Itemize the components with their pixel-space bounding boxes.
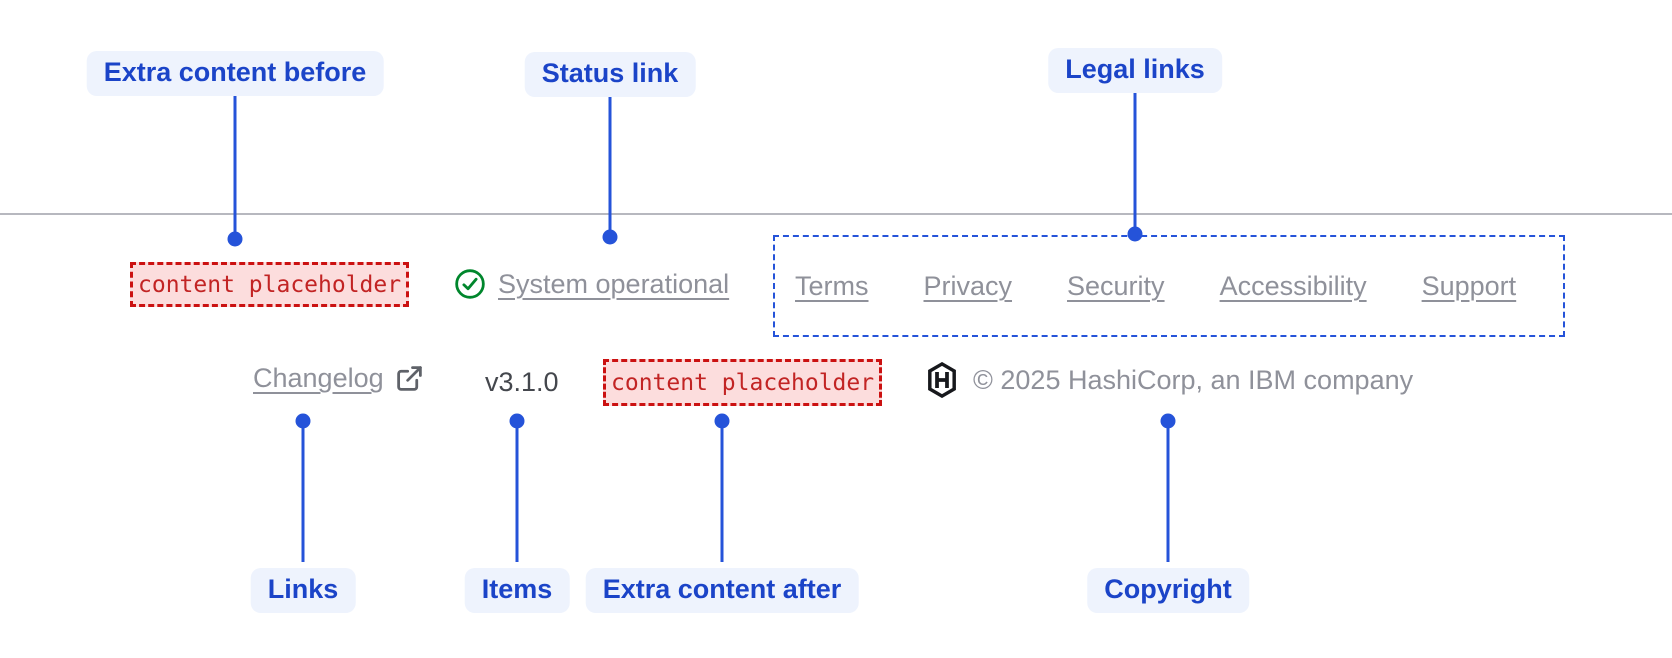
callout-label-legal-links: Legal links <box>1048 48 1222 93</box>
changelog-link-label: Changelog <box>253 363 384 393</box>
callout-label-extra-content-after: Extra content after <box>585 568 859 613</box>
legal-link-support[interactable]: Support <box>1421 270 1517 301</box>
copyright-text: © 2025 HashiCorp, an IBM company <box>973 364 1414 395</box>
legal-link-privacy[interactable]: Privacy <box>923 270 1013 301</box>
connector-line <box>1133 93 1137 234</box>
footer-top-divider <box>0 213 1672 215</box>
changelog-link[interactable]: Changelog <box>253 362 424 394</box>
connector-line <box>720 428 724 562</box>
legal-link-accessibility[interactable]: Accessibility <box>1219 270 1367 301</box>
callout-label-items: Items <box>464 568 570 613</box>
extra-content-after-placeholder: content placeholder <box>603 359 883 406</box>
connector-dot <box>509 413 525 429</box>
connector-dot <box>1127 226 1143 242</box>
extra-content-before-placeholder: content placeholder <box>130 262 410 307</box>
callout-label-status-link: Status link <box>524 52 696 97</box>
connector-line <box>515 428 519 562</box>
connector-dot <box>295 413 311 429</box>
external-link-icon <box>395 364 424 393</box>
connector-dot <box>227 231 243 247</box>
check-circle-icon <box>454 268 486 300</box>
legal-link-terms[interactable]: Terms <box>795 270 869 301</box>
callout-label-copyright: Copyright <box>1087 568 1249 613</box>
version-text: v3.1.0 <box>485 367 559 397</box>
status-link-label: System operational <box>498 268 730 299</box>
connector-dot <box>602 229 618 245</box>
connector-dot <box>714 413 730 429</box>
connector-line <box>301 428 305 562</box>
hashicorp-logo-icon <box>925 361 959 399</box>
callout-label-links: Links <box>250 568 356 613</box>
connector-line <box>608 97 612 231</box>
status-link[interactable]: System operational <box>454 268 729 300</box>
copyright-section: © 2025 HashiCorp, an IBM company <box>925 361 1414 399</box>
connector-dot <box>1160 413 1176 429</box>
connector-line <box>1166 428 1170 562</box>
connector-line <box>233 96 237 233</box>
callout-label-extra-content-before: Extra content before <box>86 51 384 96</box>
legal-links-container: Terms Privacy Security Accessibility Sup… <box>773 235 1565 337</box>
legal-link-security[interactable]: Security <box>1067 270 1165 301</box>
